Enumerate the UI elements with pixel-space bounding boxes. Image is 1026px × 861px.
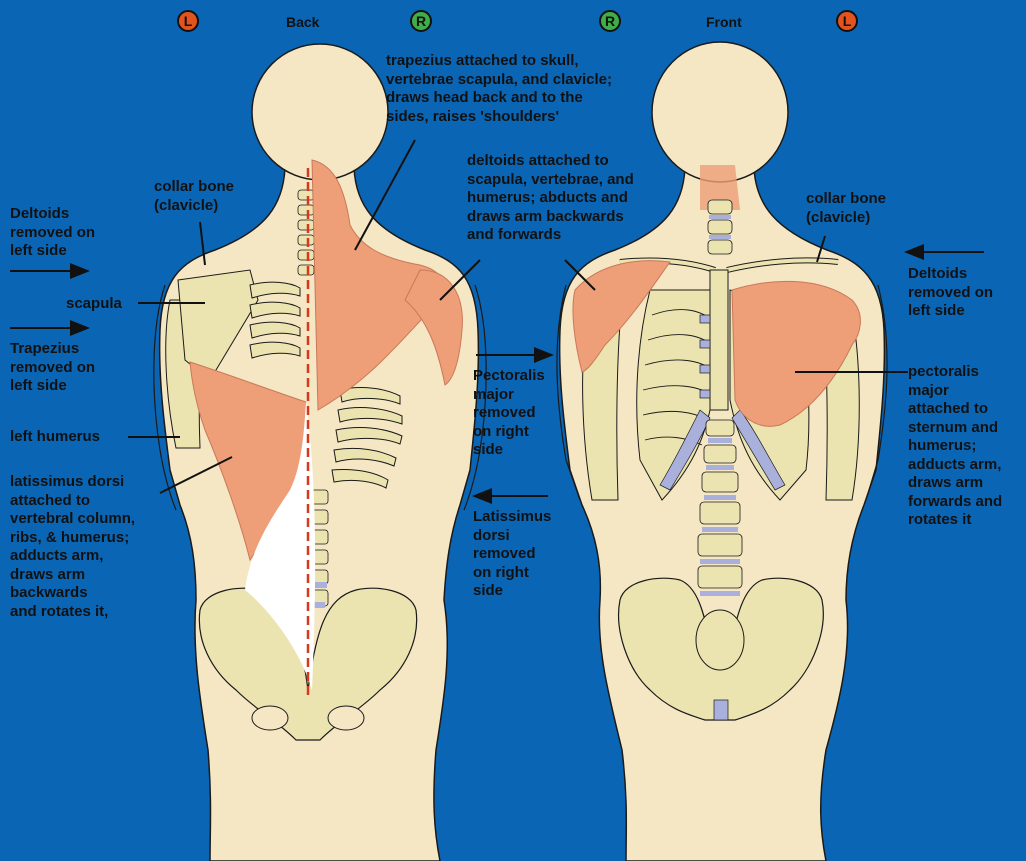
left-humerus-label: left humerus xyxy=(10,428,100,447)
latissimus-removed-label: Latissimus dorsi removed on right side xyxy=(473,508,551,601)
pectoralis-major-label: pectoralis major attached to sternum and… xyxy=(908,363,1002,530)
marker-left-badge: L xyxy=(836,10,858,32)
trapezius-removed-label: Trapezius removed on left side xyxy=(10,340,95,396)
latissimus-dorsi-label: latissimus dorsi attached to vertebral c… xyxy=(10,473,135,621)
front-view-title: Front xyxy=(706,14,742,30)
back-collar-bone-label: collar bone (clavicle) xyxy=(154,178,234,215)
deltoids-label: deltoids attached to scapula, vertebrae,… xyxy=(467,152,634,245)
marker-right-badge: R xyxy=(410,10,432,32)
front-head xyxy=(652,42,788,182)
marker-left-badge: L xyxy=(177,10,199,32)
marker-right-badge: R xyxy=(599,10,621,32)
trapezius-label: trapezius attached to skull, vertebrae s… xyxy=(386,52,612,126)
back-view-title: Back xyxy=(286,14,319,30)
back-figure xyxy=(154,44,486,861)
back-deltoids-removed-label: Deltoids removed on left side xyxy=(10,205,95,261)
front-collar-bone-label: collar bone (clavicle) xyxy=(806,190,886,227)
front-deltoids-removed-label: Deltoids removed on left side xyxy=(908,265,993,321)
back-head xyxy=(252,44,388,180)
pectoralis-removed-label: Pectoralis major removed on right side xyxy=(473,367,545,460)
scapula-label: scapula xyxy=(66,295,122,314)
